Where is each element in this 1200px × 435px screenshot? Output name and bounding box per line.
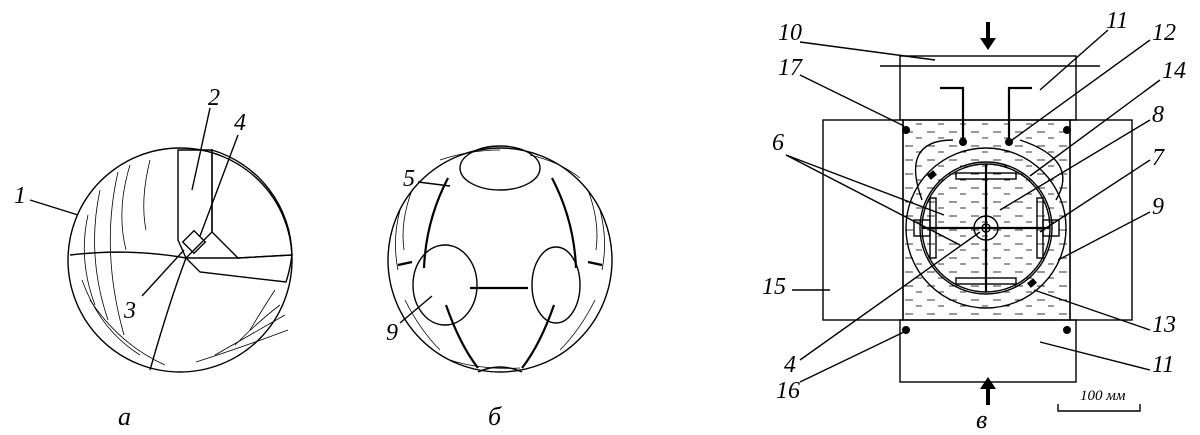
label-11-bottom: 11: [1152, 352, 1174, 378]
panel-a: 1 2 3 4 а: [14, 85, 293, 431]
leader-10: [799, 41, 936, 61]
panel-b: 5 9 б: [386, 145, 613, 431]
cutout-face-top: [211, 149, 293, 259]
sphere-outline: [67, 147, 293, 373]
leader-1: [29, 199, 79, 216]
caption-v: в: [976, 405, 987, 434]
panel-v: 10 17 6 15 4 16 11 12 14 8 7 9 13 11 100…: [762, 8, 1186, 434]
connector-top: [927, 170, 937, 180]
hose-right: [1019, 139, 1064, 201]
caption-b: б: [488, 402, 502, 431]
sphere-b-outline: [387, 147, 613, 373]
frame-rib-outer-right: [587, 260, 603, 267]
window-top: [459, 145, 541, 191]
bottom-plunger: [899, 319, 1077, 383]
label-15: 15: [762, 274, 786, 300]
frame-rib-right: [551, 177, 578, 269]
caption-a: а: [118, 402, 131, 431]
label-4-v: 4: [784, 352, 796, 378]
sphere-inner: [919, 161, 1053, 295]
leader-12: [1011, 39, 1151, 141]
leader-3: [141, 249, 185, 297]
hose-left: [914, 139, 954, 201]
window-right: [531, 246, 581, 324]
port-right: [1042, 219, 1060, 237]
connector-13: [1027, 278, 1037, 288]
seal-bottom-right: [1063, 326, 1071, 334]
window-left: [412, 244, 478, 326]
leader-17: [799, 74, 905, 127]
frame-rib-left: [422, 177, 449, 269]
label-16: 16: [776, 378, 800, 404]
scale-bar-label: 100 мм: [1080, 388, 1126, 404]
frame-rib-right-low: [521, 304, 556, 369]
leader-4: [199, 134, 239, 237]
sphere-shell: [905, 147, 1067, 309]
port-left: [913, 219, 931, 237]
window-bottom: [477, 366, 523, 373]
leader-11-top: [1039, 29, 1109, 91]
cutout-face-bottom: [184, 254, 293, 283]
seal-top-left: [902, 126, 910, 134]
label-2: 2: [208, 85, 220, 111]
leader-9: [399, 295, 433, 324]
leader-14: [1029, 79, 1161, 177]
leader-11-bottom: [1039, 341, 1151, 371]
label-9: 9: [386, 320, 398, 346]
leader-4v: [799, 231, 981, 361]
label-10: 10: [778, 20, 802, 46]
label-6: 6: [772, 130, 784, 156]
center-point: [981, 223, 991, 233]
label-12: 12: [1152, 20, 1176, 46]
arrow-bottom-head: [980, 377, 996, 389]
leader-7: [1039, 159, 1151, 233]
label-14: 14: [1162, 58, 1186, 84]
channel-left: [940, 86, 965, 142]
chamber: [902, 119, 1071, 321]
label-11-top: 11: [1106, 8, 1128, 34]
leader-6a: [785, 154, 945, 216]
label-1: 1: [14, 183, 26, 209]
center-cube: [181, 229, 207, 255]
piston-top: [955, 172, 1017, 180]
label-3: 3: [123, 298, 136, 324]
leader-13: [1033, 289, 1151, 331]
label-13: 13: [1152, 312, 1176, 338]
frame-rib-left-low: [444, 304, 479, 369]
label-5: 5: [403, 166, 415, 192]
leader-9v: [1057, 211, 1151, 261]
frame-rib-outer-left: [397, 260, 413, 267]
center-core: [973, 215, 999, 241]
seal-top-right: [1063, 126, 1071, 134]
side-block-left: [822, 119, 904, 321]
cutout-face-wall: [177, 149, 213, 260]
channel-right: [1007, 86, 1032, 142]
scale-bar: [1057, 404, 1141, 412]
leader-5: [417, 181, 451, 187]
leader-8: [999, 119, 1151, 211]
meridian-line: [149, 257, 187, 371]
label-4: 4: [234, 110, 246, 136]
label-17: 17: [778, 55, 803, 81]
piston-bottom: [955, 277, 1017, 285]
leader-2: [191, 107, 211, 191]
arrow-top-head: [980, 38, 996, 50]
label-7: 7: [1152, 145, 1165, 171]
label-9-v: 9: [1152, 194, 1164, 220]
leader-6b: [785, 154, 961, 246]
leader-16: [799, 331, 905, 383]
label-8: 8: [1152, 102, 1164, 128]
equator-line: [69, 251, 187, 259]
